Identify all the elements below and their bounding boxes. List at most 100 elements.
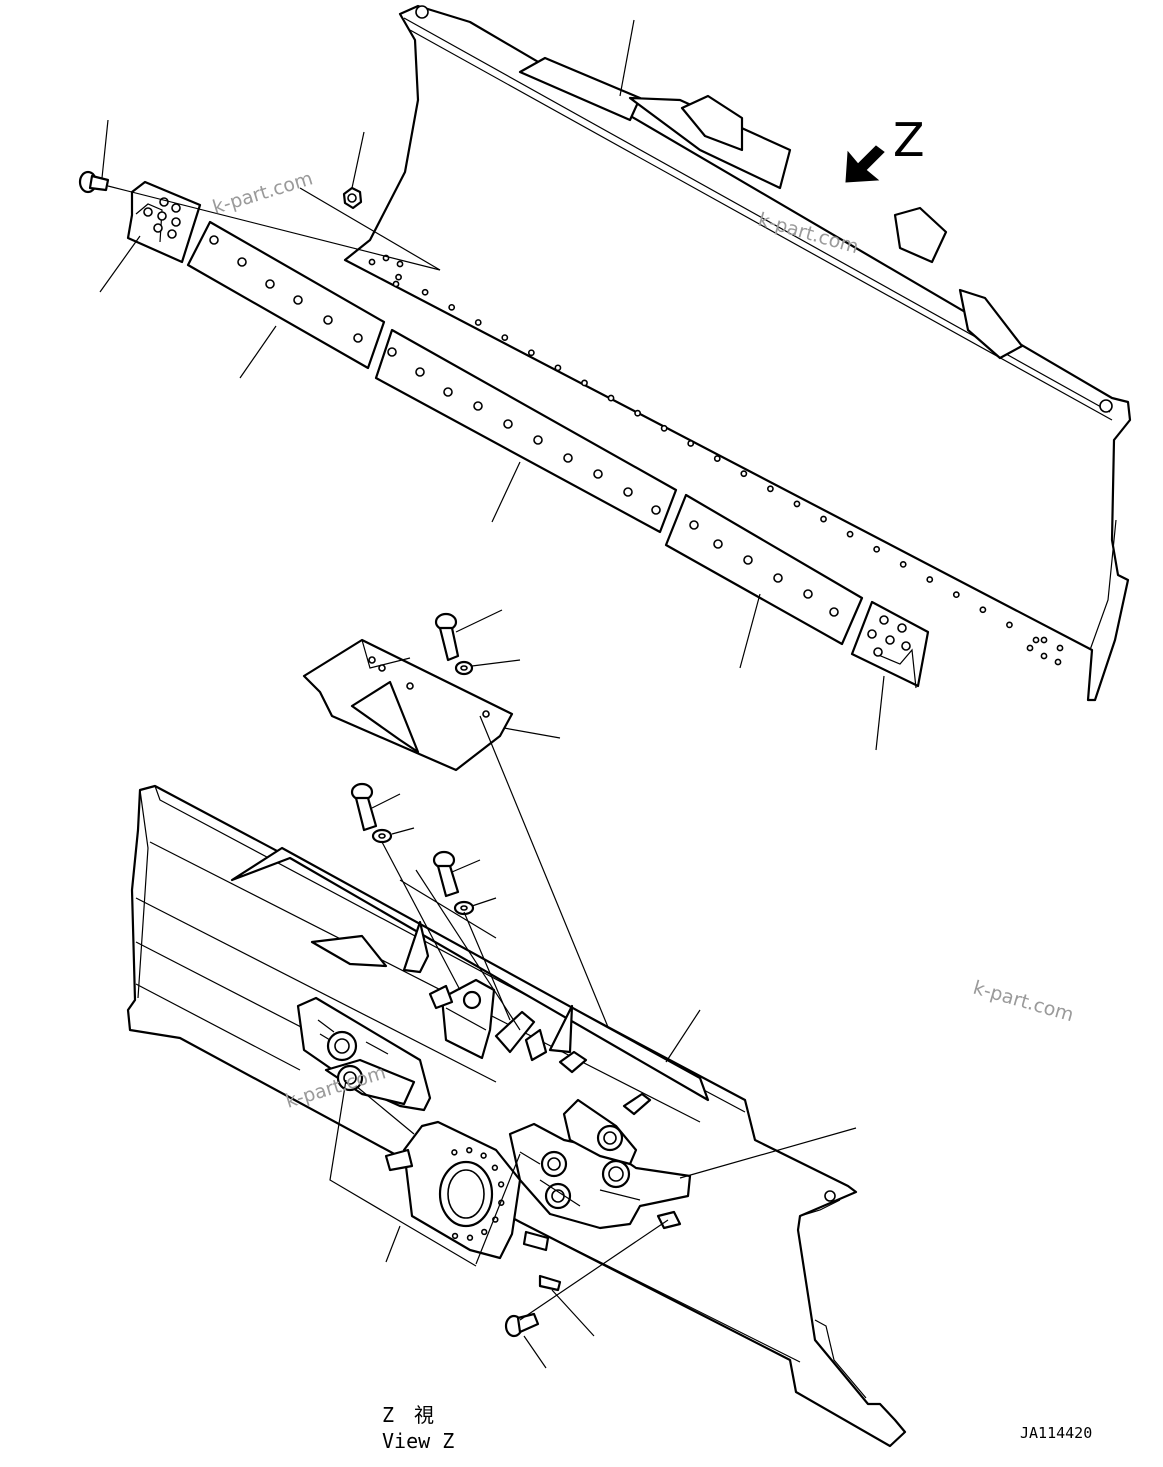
blade-hole — [368, 258, 376, 266]
blade-hole — [1054, 658, 1062, 666]
blade-body — [343, 4, 1132, 702]
cutting-edge-hole — [353, 333, 363, 343]
blade-rear-view — [126, 782, 907, 1448]
cutting-edge-hole — [415, 367, 425, 377]
cutting-edge-1 — [186, 220, 386, 370]
cutting-edge-hole — [237, 257, 247, 267]
blade-hole — [554, 364, 562, 372]
blade-bolt-holes — [368, 254, 1064, 666]
blade-hole — [767, 485, 774, 493]
blade-hole — [660, 424, 668, 432]
blade-hole — [899, 561, 907, 568]
washer-icon — [454, 660, 474, 676]
blade-hole — [979, 606, 987, 614]
corner-pin-right — [1099, 399, 1113, 413]
cutting-edge-hole — [689, 520, 699, 530]
watermark-1: k-part.com — [210, 167, 315, 218]
blade-rear-bracket-4 — [893, 206, 948, 264]
blade-rear-body — [126, 784, 907, 1448]
blade-hole — [1026, 644, 1034, 652]
cutting-edge-hole — [773, 573, 783, 583]
cutting-edge-hole — [713, 539, 723, 549]
cover-plate — [302, 638, 514, 772]
blade-rear-bracket-5 — [958, 288, 1024, 360]
cutting-edge-hole — [503, 419, 513, 429]
cutting-edge-3 — [664, 493, 864, 646]
blade-hole — [1032, 636, 1040, 644]
pivot-bolt-hole — [466, 1146, 473, 1154]
nut-icon — [342, 186, 363, 210]
blade-hole — [846, 530, 854, 538]
bracket-plate-left — [402, 920, 430, 974]
cutting-edge-hole — [651, 505, 661, 515]
blade-hole — [820, 515, 827, 523]
blade-hole — [1006, 621, 1013, 629]
watermark-3: k-part.com — [971, 977, 1077, 1027]
blade-hole — [873, 545, 881, 553]
blade-hole — [448, 303, 456, 311]
small-fin — [310, 934, 388, 968]
washer-icon-2 — [453, 900, 475, 916]
caption-jp: Z 視 — [382, 1403, 434, 1427]
blade-hole — [740, 470, 748, 478]
bolt-icon-1 — [350, 782, 378, 832]
pivot-bolt-hole — [451, 1232, 459, 1240]
blade-hole — [952, 591, 960, 599]
blade-hole — [607, 394, 615, 402]
washer-icon-1 — [371, 828, 393, 844]
cutting-edge-hole — [829, 607, 839, 617]
blade-hole — [396, 260, 404, 268]
blade-hole — [1040, 636, 1048, 644]
end-bit-left-holes — [143, 197, 181, 239]
cutting-edge-hole — [593, 469, 603, 479]
bracket-plate-right — [548, 1004, 574, 1054]
blade-hole — [474, 319, 482, 326]
cutting-edge-holes — [209, 235, 839, 617]
top-rib — [230, 846, 710, 1102]
cutting-edge-hole — [533, 435, 543, 445]
blade-hole — [395, 273, 402, 281]
drawing-code: JA114420 — [1020, 1424, 1092, 1442]
cutting-edge-hole — [293, 295, 303, 305]
pivot-bolt-hole — [491, 1164, 499, 1171]
blade-front-view: Z — [78, 4, 1132, 751]
pivot-bolt-hole — [497, 1181, 505, 1188]
cap-screw-icon — [434, 612, 460, 662]
cutting-edge-hole — [563, 453, 573, 463]
key-block — [622, 1092, 652, 1116]
blade-hole — [1040, 652, 1048, 660]
blade-hole — [581, 379, 588, 387]
caption-en: View Z — [382, 1429, 454, 1453]
cutting-edge-hole — [387, 347, 397, 357]
cutting-edge-hole — [443, 387, 453, 397]
pivot-bolt-hole — [451, 1149, 458, 1156]
cutting-edge-hole — [473, 401, 483, 411]
plow-bolt-icon — [78, 170, 110, 194]
view-z-letter: Z — [893, 113, 925, 167]
blade-hole — [501, 334, 509, 341]
cover-plate-assembly — [302, 609, 639, 1101]
end-bit-left — [126, 180, 202, 264]
pivot-bolt-hole — [481, 1228, 488, 1236]
blade-hole — [713, 455, 721, 462]
blade-hole — [527, 349, 535, 357]
blade-hole — [793, 500, 801, 508]
blade-rear-bracket-2 — [628, 96, 792, 190]
cutting-edge-hole — [209, 235, 219, 245]
blade-rear-bracket-3 — [680, 94, 744, 152]
pivot-bolt-hole — [480, 1152, 487, 1159]
cutting-edge-hole — [623, 487, 633, 497]
blade-hole — [421, 288, 429, 296]
blade-hole — [634, 409, 641, 417]
cutting-edge-2 — [374, 328, 678, 534]
corner-pin — [415, 5, 429, 19]
cutting-edge-hole — [803, 589, 813, 599]
blade-hole — [687, 440, 695, 447]
cover-plate-cutout — [350, 680, 420, 754]
cutting-edge-hole — [323, 315, 333, 325]
pivot-bolt-hole — [466, 1234, 474, 1241]
cutting-edge-hole — [265, 279, 275, 289]
bolt-icon-3 — [504, 1312, 540, 1338]
blade-hole — [1056, 644, 1064, 652]
